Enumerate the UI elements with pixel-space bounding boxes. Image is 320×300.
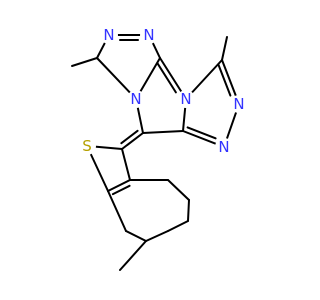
- atom-n6: N: [215, 138, 233, 156]
- bond-c7-c6: [121, 148, 131, 181]
- atom-label-layer: N N N N N N S: [78, 26, 248, 156]
- bond-c3-n5-second: [217, 63, 232, 97]
- atom-n4: N: [177, 90, 195, 108]
- bond-c4-c5: [142, 130, 184, 134]
- bond-c11-c10: [107, 190, 127, 232]
- bond-c4-n4: [182, 105, 187, 132]
- bond-c6-s1: [93, 145, 123, 150]
- bond-c1-n1: [96, 41, 107, 59]
- bond-n6-c4: [182, 130, 218, 146]
- bond-c3-n5: [221, 59, 238, 98]
- atom-n1-label: N: [103, 26, 114, 44]
- bond-n5-n6: [225, 110, 238, 141]
- bond-s1-c10: [89, 152, 109, 192]
- atom-s1: S: [78, 137, 96, 155]
- atom-n3: N: [127, 90, 145, 108]
- atom-n5-label: N: [233, 95, 244, 113]
- bond-c2-n4-second: [156, 62, 177, 94]
- atom-s1-label: S: [82, 137, 92, 155]
- atom-n2-label: N: [143, 26, 154, 44]
- atom-n5: N: [230, 95, 248, 113]
- bond-c5-c6-second: [120, 129, 139, 145]
- bond-c13-c12: [145, 230, 169, 242]
- atom-n1: N: [100, 26, 118, 44]
- bond-c5-c6: [121, 132, 144, 150]
- bond-n3-c1: [96, 57, 132, 95]
- bond-c8-c9: [167, 179, 190, 201]
- bond-layer: [71, 34, 238, 271]
- bond-c14-c13: [167, 220, 189, 232]
- atom-n2: N: [140, 26, 158, 44]
- bond-c9-c14: [187, 199, 190, 222]
- atom-n3-label: N: [130, 90, 141, 108]
- bond-c3-me3: [221, 36, 228, 61]
- molecule-structure: N N N N N N S: [71, 26, 248, 271]
- bond-c12-me2: [119, 240, 147, 271]
- bond-c2-n4: [159, 57, 183, 94]
- bond-c5-n3: [136, 105, 144, 134]
- bond-c1-me1: [71, 57, 98, 67]
- atom-n6-label: N: [218, 138, 229, 156]
- bond-n4-c3: [190, 59, 223, 95]
- bond-n2-c2: [151, 41, 161, 59]
- bond-c10-c7-second: [111, 184, 131, 196]
- atom-n4-label: N: [180, 90, 191, 108]
- bond-c10-c7: [107, 179, 131, 192]
- bond-n6-c4-second: [186, 126, 217, 140]
- bond-c12-c11: [125, 230, 147, 242]
